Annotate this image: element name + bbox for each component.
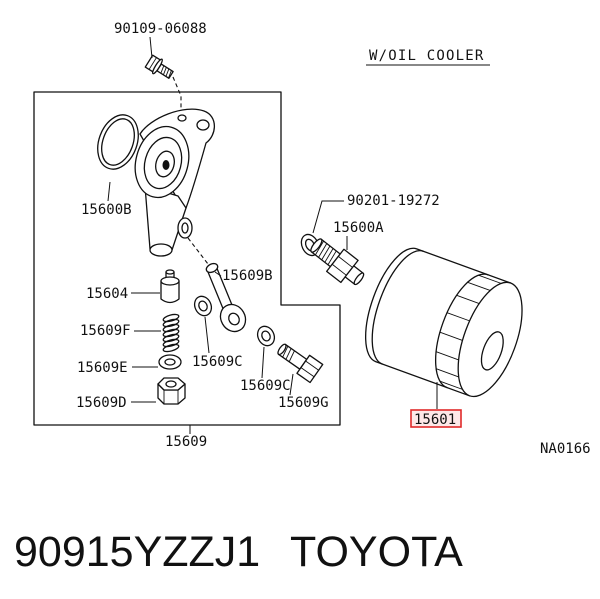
o-ring-inner [101, 118, 135, 166]
housing-oil-port [177, 114, 187, 122]
assembly-boundary [33, 91, 341, 426]
o-ring-outer [97, 114, 139, 170]
leader-line-washer-c-upper [204, 316, 210, 354]
label-washer-e: 15609E [77, 360, 128, 376]
housing-outlet-hole [181, 222, 189, 234]
highlight-box-15601 [410, 409, 462, 428]
label-spring: 15609F [80, 323, 131, 339]
label-bolt: 90109-06088 [114, 21, 207, 37]
label-gasket: 90201-19272 [347, 193, 440, 209]
leader-line-gasket [312, 200, 344, 234]
filter-end-face [457, 281, 523, 398]
top-bolt [144, 54, 174, 79]
washer-c-upper [193, 295, 213, 317]
washer-c-lower [256, 325, 276, 347]
caption-part-number: 90915YZZJ1 [14, 528, 260, 576]
leader-line-bolt-g [289, 373, 294, 396]
bolt-g [277, 343, 324, 384]
dashed-line-bolt [172, 76, 182, 113]
dashed-line-outlet [187, 237, 209, 265]
label-washer-c-upper: 15609C [192, 354, 243, 370]
washer-e [158, 354, 182, 370]
leader-line-pipe [214, 271, 222, 277]
pipe [205, 262, 247, 333]
caption-brand: TOYOTA [290, 528, 463, 576]
label-bolt-g: 15609G [278, 395, 329, 411]
spring [162, 313, 180, 353]
label-pipe: 15609B [222, 268, 273, 284]
label-housing: 15600B [81, 202, 132, 218]
label-union: 15600A [333, 220, 384, 236]
label-washer-c-lower: 15609C [240, 378, 291, 394]
label-valve: 15604 [86, 286, 128, 302]
housing-outlet-boss [177, 217, 193, 239]
leader-line-housing [107, 181, 111, 202]
union-bolt [310, 238, 365, 286]
plug [157, 377, 186, 405]
housing [97, 108, 216, 257]
housing-flange-center [155, 150, 175, 178]
housing-flange-inner [143, 136, 183, 190]
filter-flutes [435, 274, 502, 390]
label-assembly: 15609 [165, 434, 207, 450]
filter-flute-ring [435, 273, 489, 389]
label-filter: 15601 [414, 412, 456, 428]
leader-line-washer-c-lower [261, 346, 265, 379]
filter-center-hole [480, 331, 504, 371]
cooler-note: W/OIL COOLER [369, 48, 485, 64]
label-plug: 15609D [76, 395, 127, 411]
housing-flange-bore [162, 160, 170, 170]
housing-stem-end [149, 243, 173, 257]
filter-base-band [371, 250, 424, 365]
drawing-code: NA0166 [540, 441, 591, 457]
valve-piece [160, 269, 180, 304]
housing-ear-hole [196, 119, 210, 131]
oil-filter [364, 247, 523, 398]
leader-line-bolt [149, 36, 153, 59]
